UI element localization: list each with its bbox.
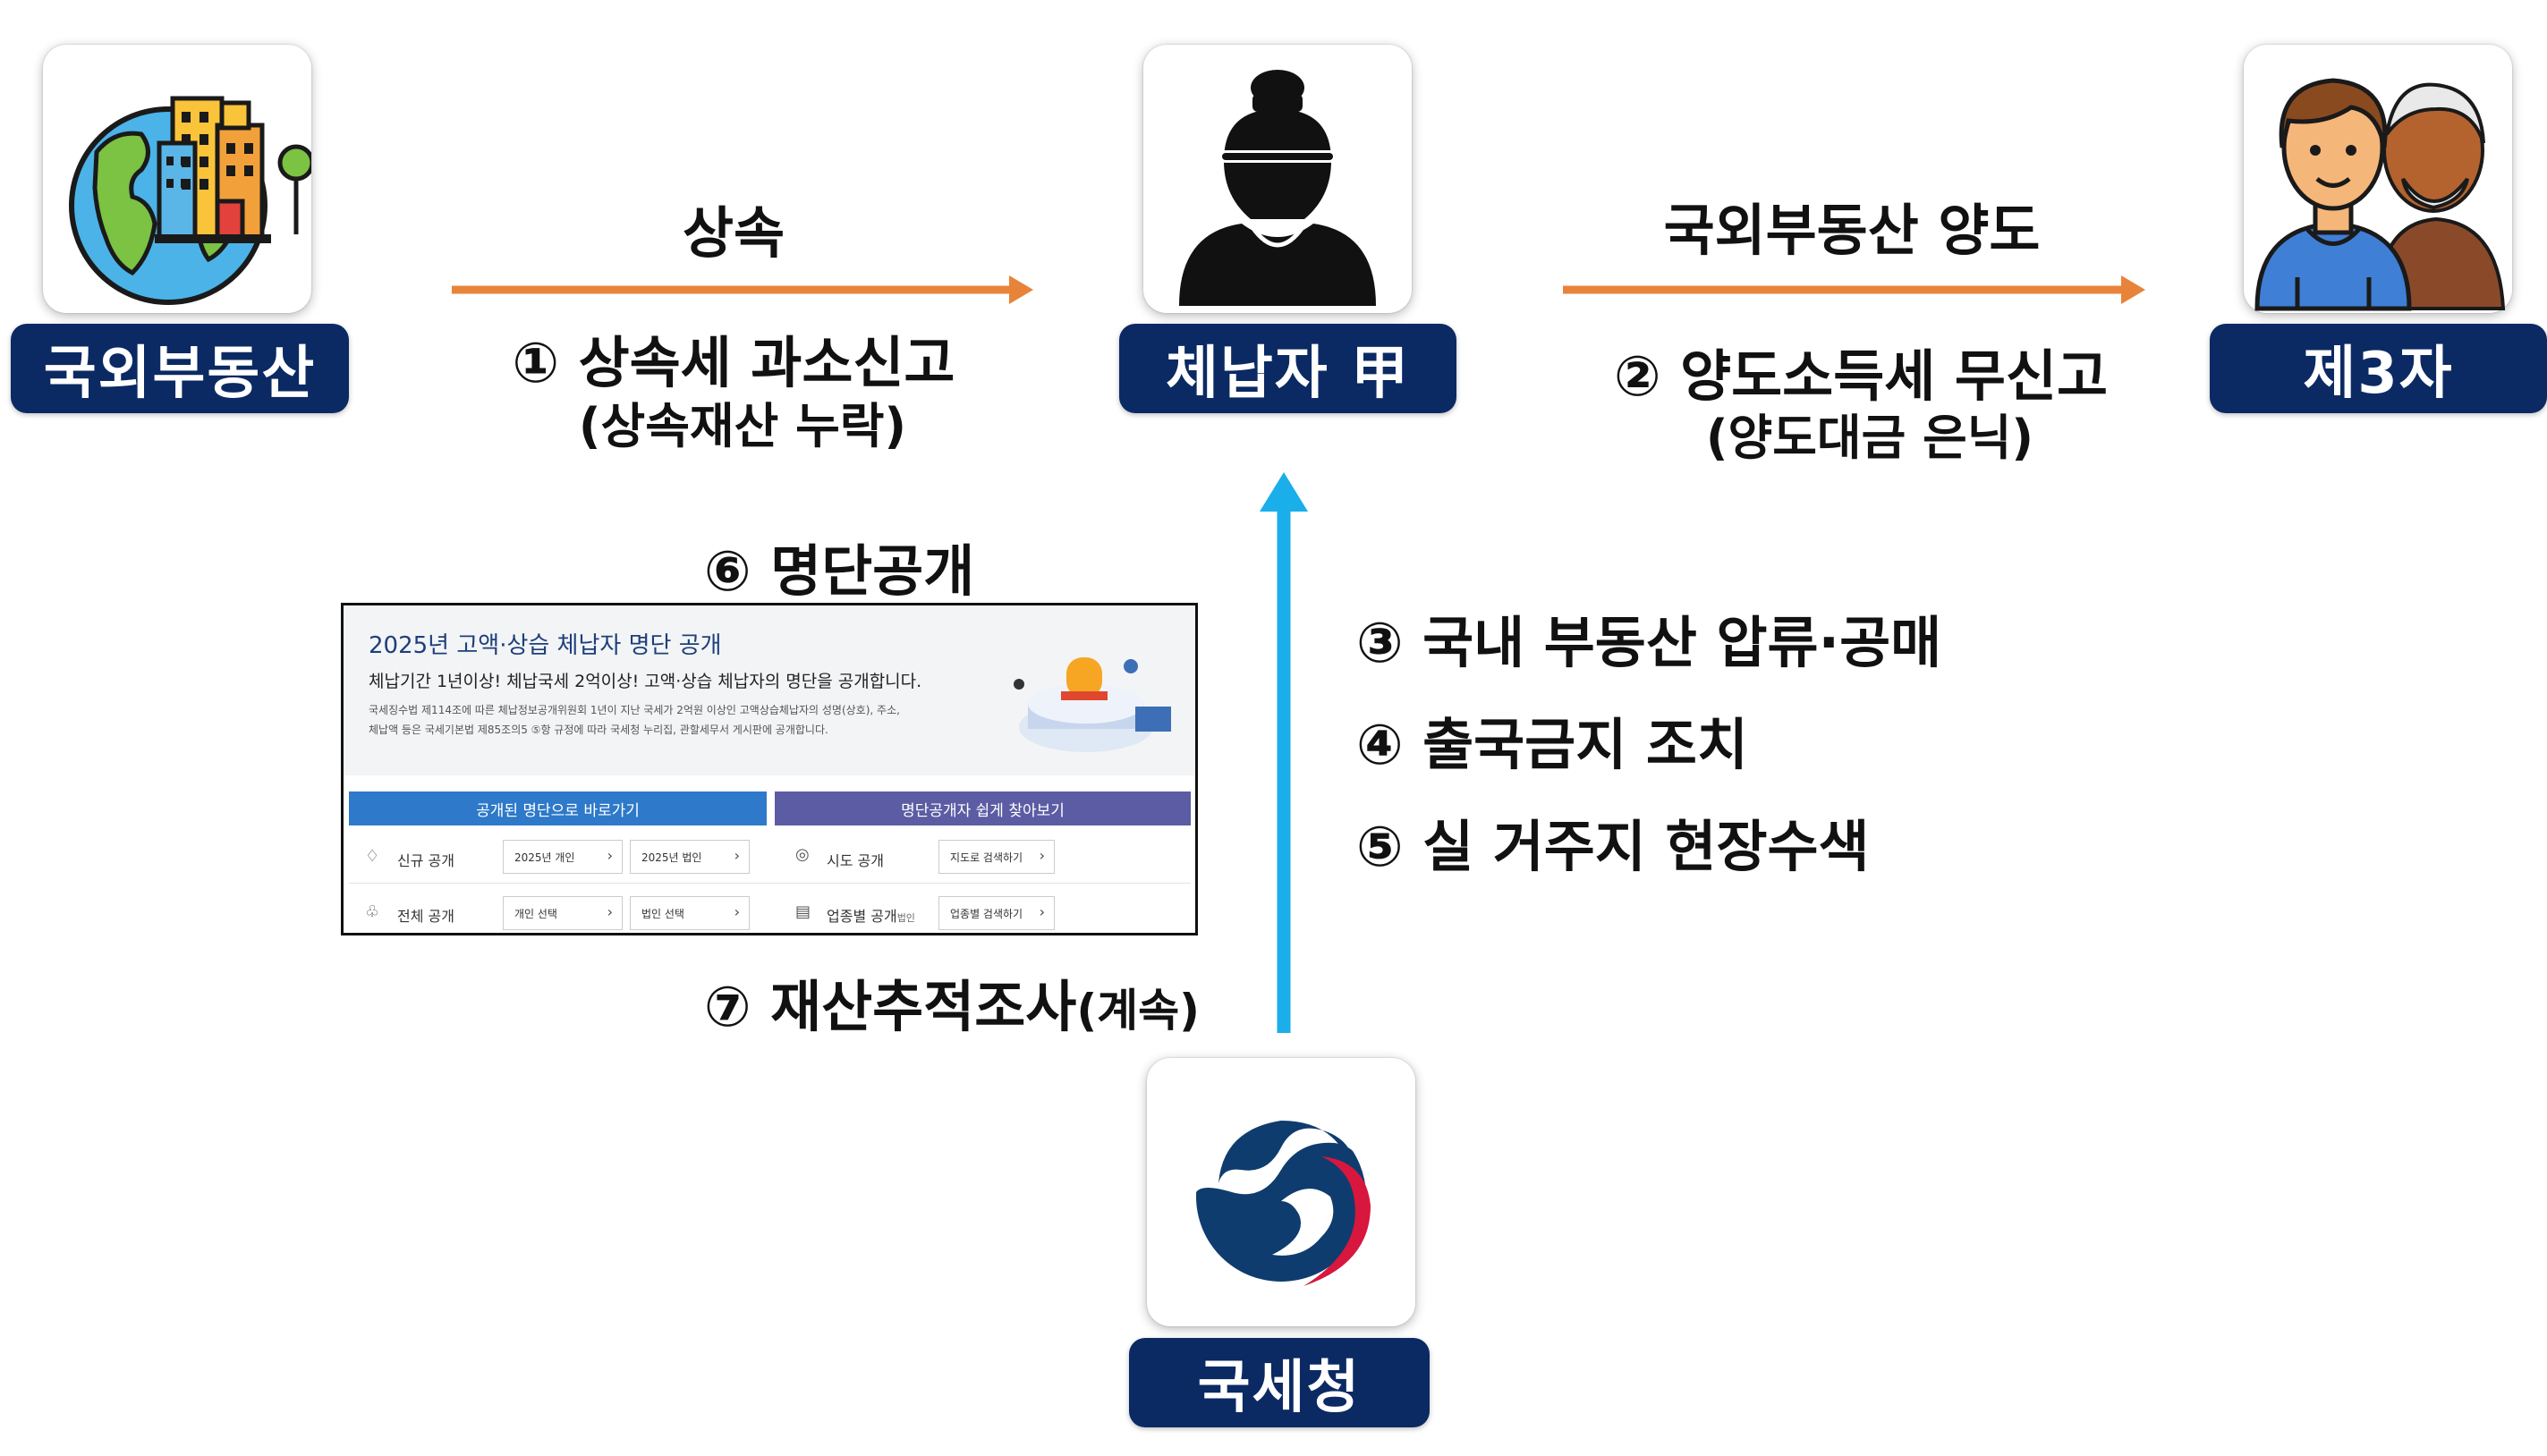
transfer-note: (양도대금 은닉) — [1705, 410, 2034, 466]
overseas-property-label: 국외부동산 — [11, 324, 349, 413]
chevron-right-icon: › — [607, 903, 613, 920]
industry-search-button[interactable]: 업종별 검색하기› — [938, 896, 1055, 930]
corporation-2025-button[interactable]: 2025년 법인› — [630, 840, 750, 874]
two-people-icon — [2254, 78, 2506, 311]
transfer-label: 국외부동산 양도 — [1663, 198, 2041, 263]
person-silhouette-icon — [1179, 70, 1376, 306]
row-divider — [349, 883, 1191, 884]
new-disclosure-label: 신규 공개 — [397, 852, 454, 869]
screenshot-subtitle: 체납기간 1년이상! 체납국세 2억이상! 고액·상습 체납자의 명단을 공개합… — [369, 672, 922, 691]
nts-label: 국세청 — [1129, 1338, 1430, 1427]
building-icon: ▤ — [795, 902, 811, 921]
all-disclosure-label: 전체 공개 — [397, 908, 454, 925]
globe-buildings-icon — [69, 96, 311, 305]
screenshot-desc-1: 국세징수법 제114조에 따른 체납정보공개위원회 1년이 지난 국세가 2억원… — [369, 704, 900, 716]
inherit-arrow — [452, 275, 1033, 304]
region-disclosure-label: 시도 공개 — [827, 852, 884, 869]
inherit-step: ① 상속세 과소신고 — [512, 330, 955, 395]
taxpayer-label: 체납자 甲 — [1119, 324, 1456, 413]
taxpayer-card — [1143, 45, 1412, 313]
shortcut-bar[interactable]: 공개된 명단으로 바로가기 — [349, 791, 767, 825]
screenshot-desc-2: 체납액 등은 국세기본법 제85조의5 ⑤항 규정에 따라 국세청 누리집, 관… — [369, 724, 828, 736]
search-bar-header[interactable]: 명단공개자 쉽게 찾아보기 — [775, 791, 1191, 825]
taegeuk-emblem-icon — [1196, 1107, 1371, 1286]
group-icon: ♧ — [365, 902, 380, 921]
isometric-illustration-icon — [1014, 657, 1171, 752]
action-item: ⑤ 실 거주지 현장수색 — [1356, 814, 1870, 879]
chevron-right-icon: › — [1039, 903, 1045, 920]
map-pin-icon: ◎ — [795, 845, 810, 864]
chevron-right-icon: › — [607, 847, 613, 864]
individual-2025-button[interactable]: 2025년 개인› — [503, 840, 623, 874]
inherit-label: 상속 — [682, 200, 785, 266]
screenshot-title: 2025년 고액·상습 체납자 명단 공개 — [369, 632, 722, 659]
chevron-right-icon: › — [734, 903, 740, 920]
transfer-step: ② 양도소득세 무신고 — [1614, 343, 2108, 409]
industry-disclosure-label: 업종별 공개법인 — [827, 908, 915, 925]
disclosure-step: ⑥ 명단공개 — [704, 538, 975, 604]
third-party-card — [2244, 45, 2512, 313]
transfer-arrow — [1563, 275, 2145, 304]
tracking-step: ⑦ 재산추적조사(계속) — [704, 961, 1200, 1042]
enforcement-arrow — [1260, 472, 1308, 1033]
action-item: ③ 국내 부동산 압류·공매 — [1356, 610, 1942, 675]
third-party-label: 제3자 — [2210, 324, 2547, 413]
tracking-text: ⑦ 재산추적조사 — [704, 974, 1077, 1039]
action-item: ④ 출국금지 조치 — [1356, 712, 1748, 777]
tracking-paren: (계속) — [1076, 985, 1201, 1037]
overseas-property-card — [43, 45, 311, 313]
corporation-select-button[interactable]: 법인 선택› — [630, 896, 750, 930]
disclosure-website-screenshot: 2025년 고액·상습 체납자 명단 공개 체납기간 1년이상! 체납국세 2억… — [341, 603, 1198, 935]
chevron-right-icon: › — [734, 847, 740, 864]
individual-select-button[interactable]: 개인 선택› — [503, 896, 623, 930]
map-search-button[interactable]: 지도로 검색하기› — [938, 840, 1055, 874]
chevron-right-icon: › — [1039, 847, 1045, 864]
nts-card — [1147, 1058, 1415, 1326]
user-icon: ♢ — [365, 847, 380, 866]
inherit-note: (상속재산 누락) — [578, 398, 907, 454]
